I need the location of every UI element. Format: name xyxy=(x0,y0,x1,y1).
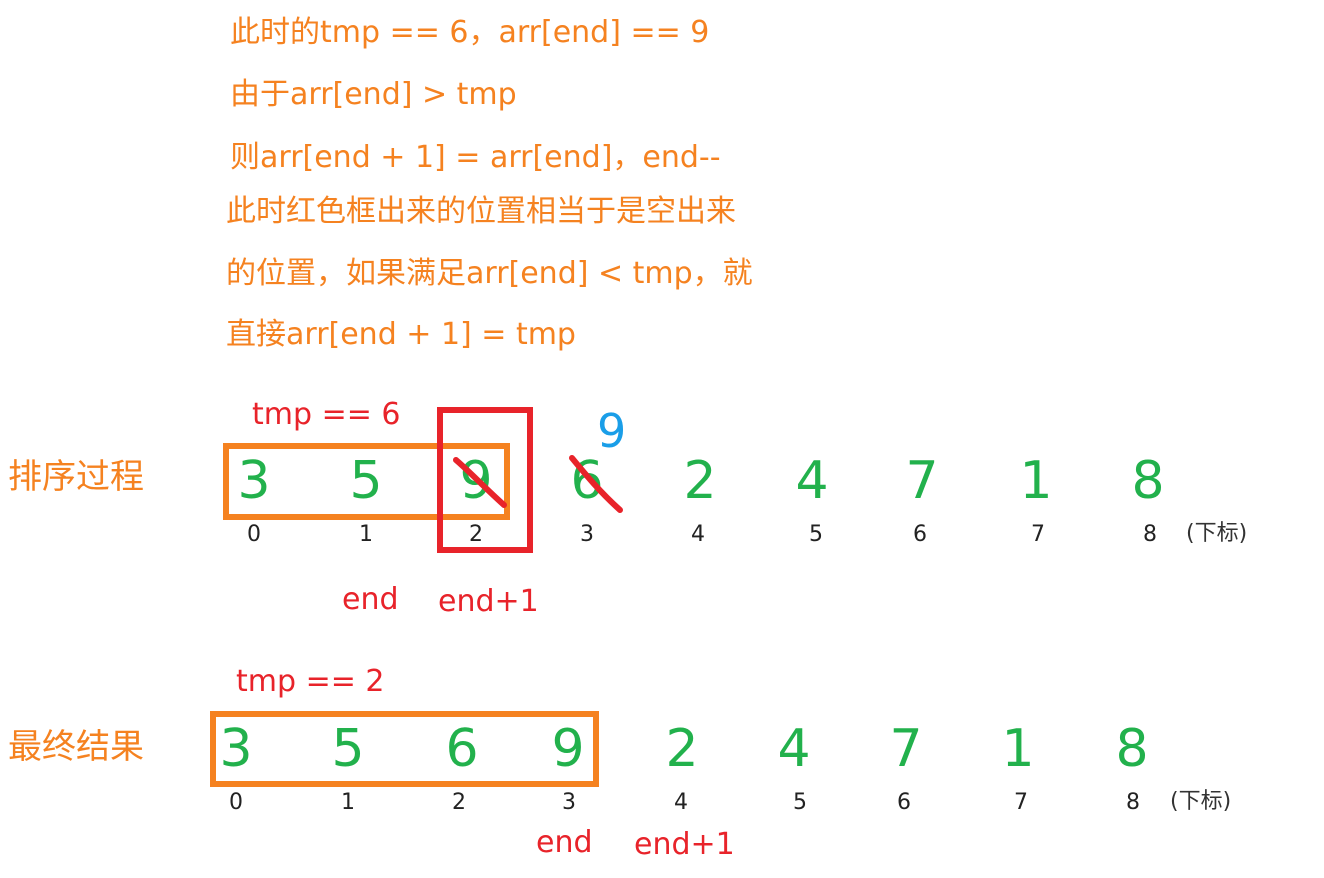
result-index-1: 1 xyxy=(341,790,355,815)
result-index-8: 8 xyxy=(1126,790,1140,815)
process-index-5: 5 xyxy=(809,522,823,547)
process-index-0: 0 xyxy=(247,522,261,547)
result-value-3: 9 xyxy=(551,719,585,779)
process-value-0: 3 xyxy=(237,451,271,511)
process-empty-slot-box xyxy=(437,407,533,553)
explanation-line-1: 此时的tmp == 6，arr[end] == 9 xyxy=(230,15,710,50)
result-index-3: 3 xyxy=(562,790,576,815)
result-tmp-label: tmp == 2 xyxy=(236,664,385,699)
strike-mark-9 xyxy=(453,457,507,508)
strike-mark-6 xyxy=(569,455,623,513)
process-index-8: 8 xyxy=(1143,522,1157,547)
explanation-line-6: 直接arr[end + 1] = tmp xyxy=(226,317,576,352)
process-end-label: end xyxy=(342,582,399,617)
explanation-line-4: 此时红色框出来的位置相当于是空出来 xyxy=(226,194,736,229)
result-end-label: end xyxy=(536,825,593,860)
process-sorted-box xyxy=(223,443,510,520)
explanation-line-3: 则arr[end + 1] = arr[end]，end-- xyxy=(230,140,721,175)
process-index-7: 7 xyxy=(1031,522,1045,547)
process-end-plus1-label: end+1 xyxy=(438,584,539,619)
process-tmp-label: tmp == 6 xyxy=(252,397,401,432)
result-index-suffix: (下标) xyxy=(1170,789,1232,814)
process-index-2: 2 xyxy=(469,522,483,547)
result-index-2: 2 xyxy=(452,790,466,815)
result-value-1: 5 xyxy=(331,719,365,779)
process-index-4: 4 xyxy=(691,522,705,547)
process-value-4: 2 xyxy=(683,451,717,511)
process-value-8: 8 xyxy=(1131,451,1165,511)
result-value-2: 6 xyxy=(445,719,479,779)
result-value-8: 8 xyxy=(1115,719,1149,779)
process-index-1: 1 xyxy=(359,522,373,547)
process-moved-value: 9 xyxy=(597,404,627,458)
result-index-5: 5 xyxy=(793,790,807,815)
process-label: 排序过程 xyxy=(8,457,144,497)
result-index-6: 6 xyxy=(897,790,911,815)
process-index-6: 6 xyxy=(913,522,927,547)
result-sorted-box xyxy=(210,711,599,787)
result-label: 最终结果 xyxy=(8,727,144,767)
result-value-7: 1 xyxy=(1001,719,1035,779)
result-index-7: 7 xyxy=(1014,790,1028,815)
result-value-5: 4 xyxy=(777,719,811,779)
result-index-0: 0 xyxy=(229,790,243,815)
process-value-1: 5 xyxy=(349,451,383,511)
explanation-line-5: 的位置，如果满足arr[end] < tmp，就 xyxy=(226,256,753,291)
result-value-4: 2 xyxy=(665,719,699,779)
process-value-6: 7 xyxy=(905,451,939,511)
process-value-5: 4 xyxy=(795,451,829,511)
process-index-suffix: (下标) xyxy=(1186,521,1248,546)
result-value-6: 7 xyxy=(889,719,923,779)
result-value-0: 3 xyxy=(219,719,253,779)
explanation-line-2: 由于arr[end] > tmp xyxy=(230,77,517,112)
process-value-7: 1 xyxy=(1019,451,1053,511)
process-index-3: 3 xyxy=(580,522,594,547)
result-end-plus1-label: end+1 xyxy=(634,827,735,862)
result-index-4: 4 xyxy=(674,790,688,815)
